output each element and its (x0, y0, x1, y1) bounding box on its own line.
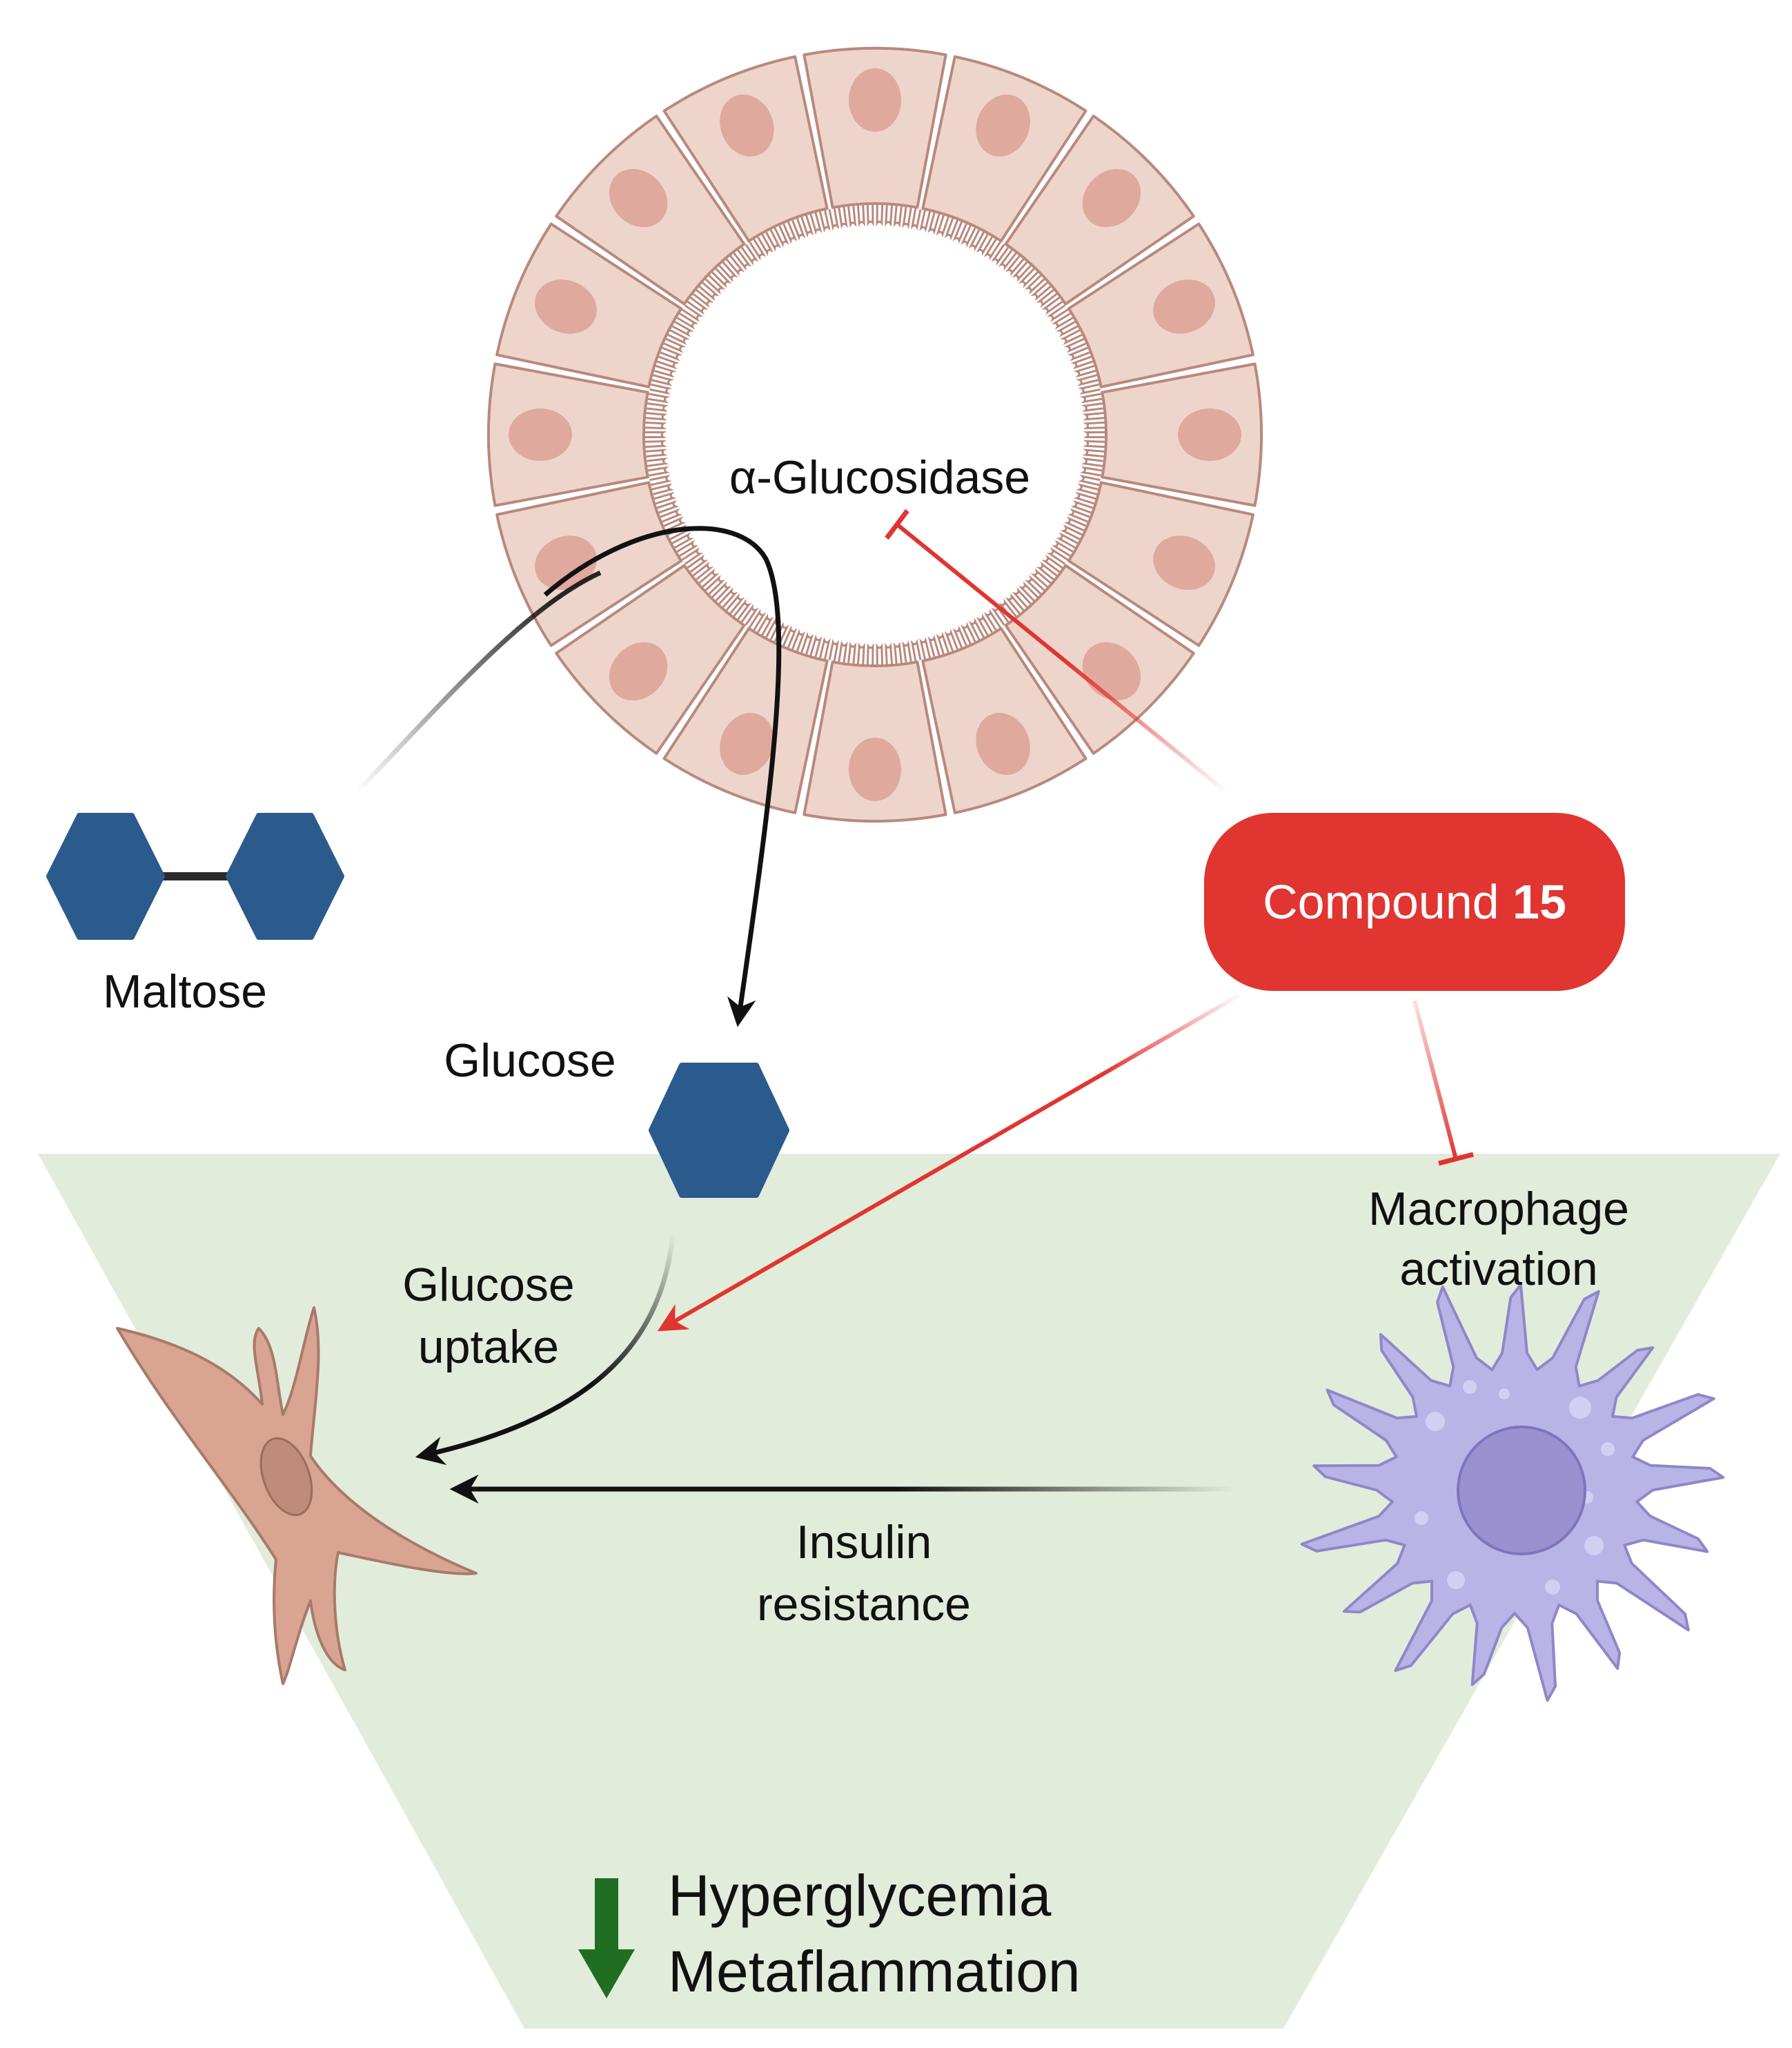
muscle-cell-icon (116, 1306, 477, 1685)
cell-nucleus (1153, 535, 1215, 590)
down-arrow-icon (578, 1878, 635, 1998)
enzyme-inhibition-line (885, 509, 1230, 796)
cell-nucleus (1178, 408, 1241, 461)
glucose-label: Glucose (444, 1034, 616, 1087)
cell-nucleus (535, 535, 597, 590)
maltose-label: Maltose (103, 965, 267, 1018)
compound-badge (1204, 813, 1625, 991)
vesicle (1584, 1536, 1604, 1555)
insulin-resistance-label-line1: Insulin (796, 1516, 932, 1568)
glucose-uptake-arrow (415, 1234, 676, 1466)
macrophage-icon (1300, 1283, 1725, 1702)
maltose-to-enzyme-line (353, 570, 602, 796)
enzyme-label: α-Glucosidase (729, 451, 1030, 504)
macrophage-label-line1: Macrophage (1368, 1183, 1629, 1235)
cell-nucleus (609, 168, 668, 228)
cell-nucleus (509, 408, 572, 461)
cell-nucleus (976, 713, 1030, 775)
cell-nucleus (1153, 279, 1215, 334)
vesicle (1601, 1442, 1615, 1456)
outcome-label-line1: Hyperglycemia (668, 1863, 1052, 1928)
cell-nucleus (849, 68, 901, 132)
compound-to-uptake-arrow (657, 992, 1243, 1332)
funnel-background (38, 1154, 1780, 2029)
cell-nucleus (849, 738, 901, 801)
cell-nucleus (609, 642, 668, 701)
microvilli (645, 205, 1105, 664)
vesicle (1415, 1511, 1428, 1525)
cell-nucleus (535, 279, 597, 334)
vesicle (1463, 1380, 1477, 1394)
cell-nucleus (720, 95, 774, 157)
vesicle (1545, 1579, 1560, 1595)
insulin-resistance-label-line2: resistance (757, 1578, 971, 1631)
vesicle (1499, 1388, 1510, 1399)
cell-nucleus (1082, 168, 1141, 228)
cell-nucleus (976, 95, 1030, 157)
macrophage-nucleus (1457, 1426, 1586, 1555)
intestinal-epithelium-icon (487, 47, 1263, 823)
outcome-label-line2: Metaflammation (668, 1939, 1081, 2004)
glucose-uptake-label-line1: Glucose (402, 1259, 574, 1311)
maltose-icon (46, 813, 344, 940)
hydrolysis-arrow (543, 526, 782, 1027)
vesicle (1447, 1571, 1465, 1589)
macrophage-label-line2: activation (1399, 1243, 1597, 1295)
macrophage-inhibition-line (1412, 1000, 1474, 1166)
cell-nucleus (720, 713, 774, 775)
glucose-uptake-label-line2: uptake (418, 1321, 559, 1373)
glucose-icon (649, 1063, 789, 1198)
vesicle (1426, 1412, 1445, 1431)
vesicle (1569, 1397, 1591, 1419)
compound-label: Compound 15 (1263, 875, 1566, 929)
